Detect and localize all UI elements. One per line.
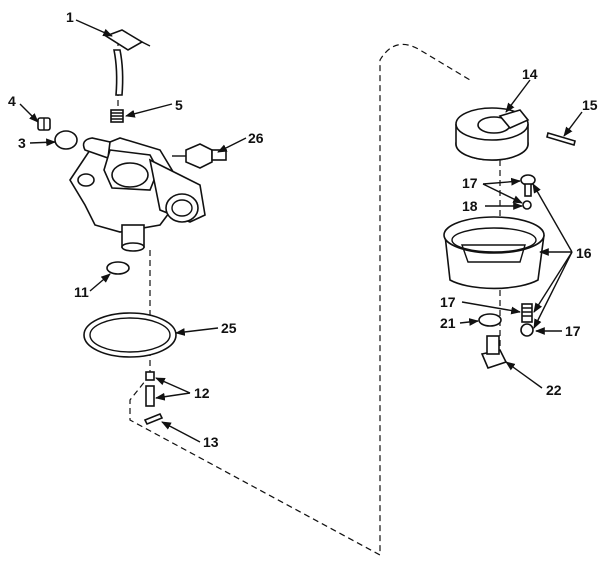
callout-18: 18 — [462, 198, 478, 214]
callout-4: 4 — [8, 93, 16, 109]
assembly-boundary — [129, 43, 471, 557]
part-21-washer — [478, 313, 502, 327]
callout-17b: 17 — [440, 294, 456, 310]
callout-25: 25 — [221, 320, 237, 336]
part-15-hinge-pin — [546, 131, 576, 147]
part-25-gasket — [83, 312, 177, 358]
part-12-jet — [145, 371, 155, 407]
leader-lines — [19, 19, 583, 443]
part-17-screw-lower — [520, 323, 534, 337]
callout-17a: 17 — [462, 175, 478, 191]
part-17-spring-lower — [521, 303, 533, 323]
part-11-plug — [106, 261, 130, 275]
callout-22: 22 — [546, 382, 562, 398]
part-25-gasket-inner — [89, 317, 171, 353]
callout-5: 5 — [175, 97, 183, 113]
part-14-float — [455, 107, 530, 161]
callout-12: 12 — [194, 385, 210, 401]
callout-21: 21 — [440, 315, 456, 331]
callout-26: 26 — [248, 130, 264, 146]
callout-1: 1 — [66, 9, 74, 25]
callout-3: 3 — [18, 135, 26, 151]
callout-15: 15 — [582, 97, 598, 113]
callout-13: 13 — [203, 434, 219, 450]
carburetor-body — [69, 137, 206, 252]
part-5-spring — [110, 109, 124, 123]
callout-16: 16 — [576, 245, 592, 261]
part-22-bolt — [480, 335, 508, 369]
part-18-clip — [522, 200, 532, 210]
part-17-needle — [520, 174, 536, 197]
part-4-screw — [37, 117, 51, 131]
part-13-pin — [143, 412, 164, 426]
callout-14: 14 — [522, 66, 538, 82]
callout-17c: 17 — [565, 323, 581, 339]
part-16-bowl — [443, 216, 545, 290]
part-1-inlet-bracket — [104, 29, 151, 96]
part-26-fitting — [172, 143, 227, 169]
part-3-washer — [54, 130, 78, 150]
callout-11: 11 — [74, 284, 89, 300]
